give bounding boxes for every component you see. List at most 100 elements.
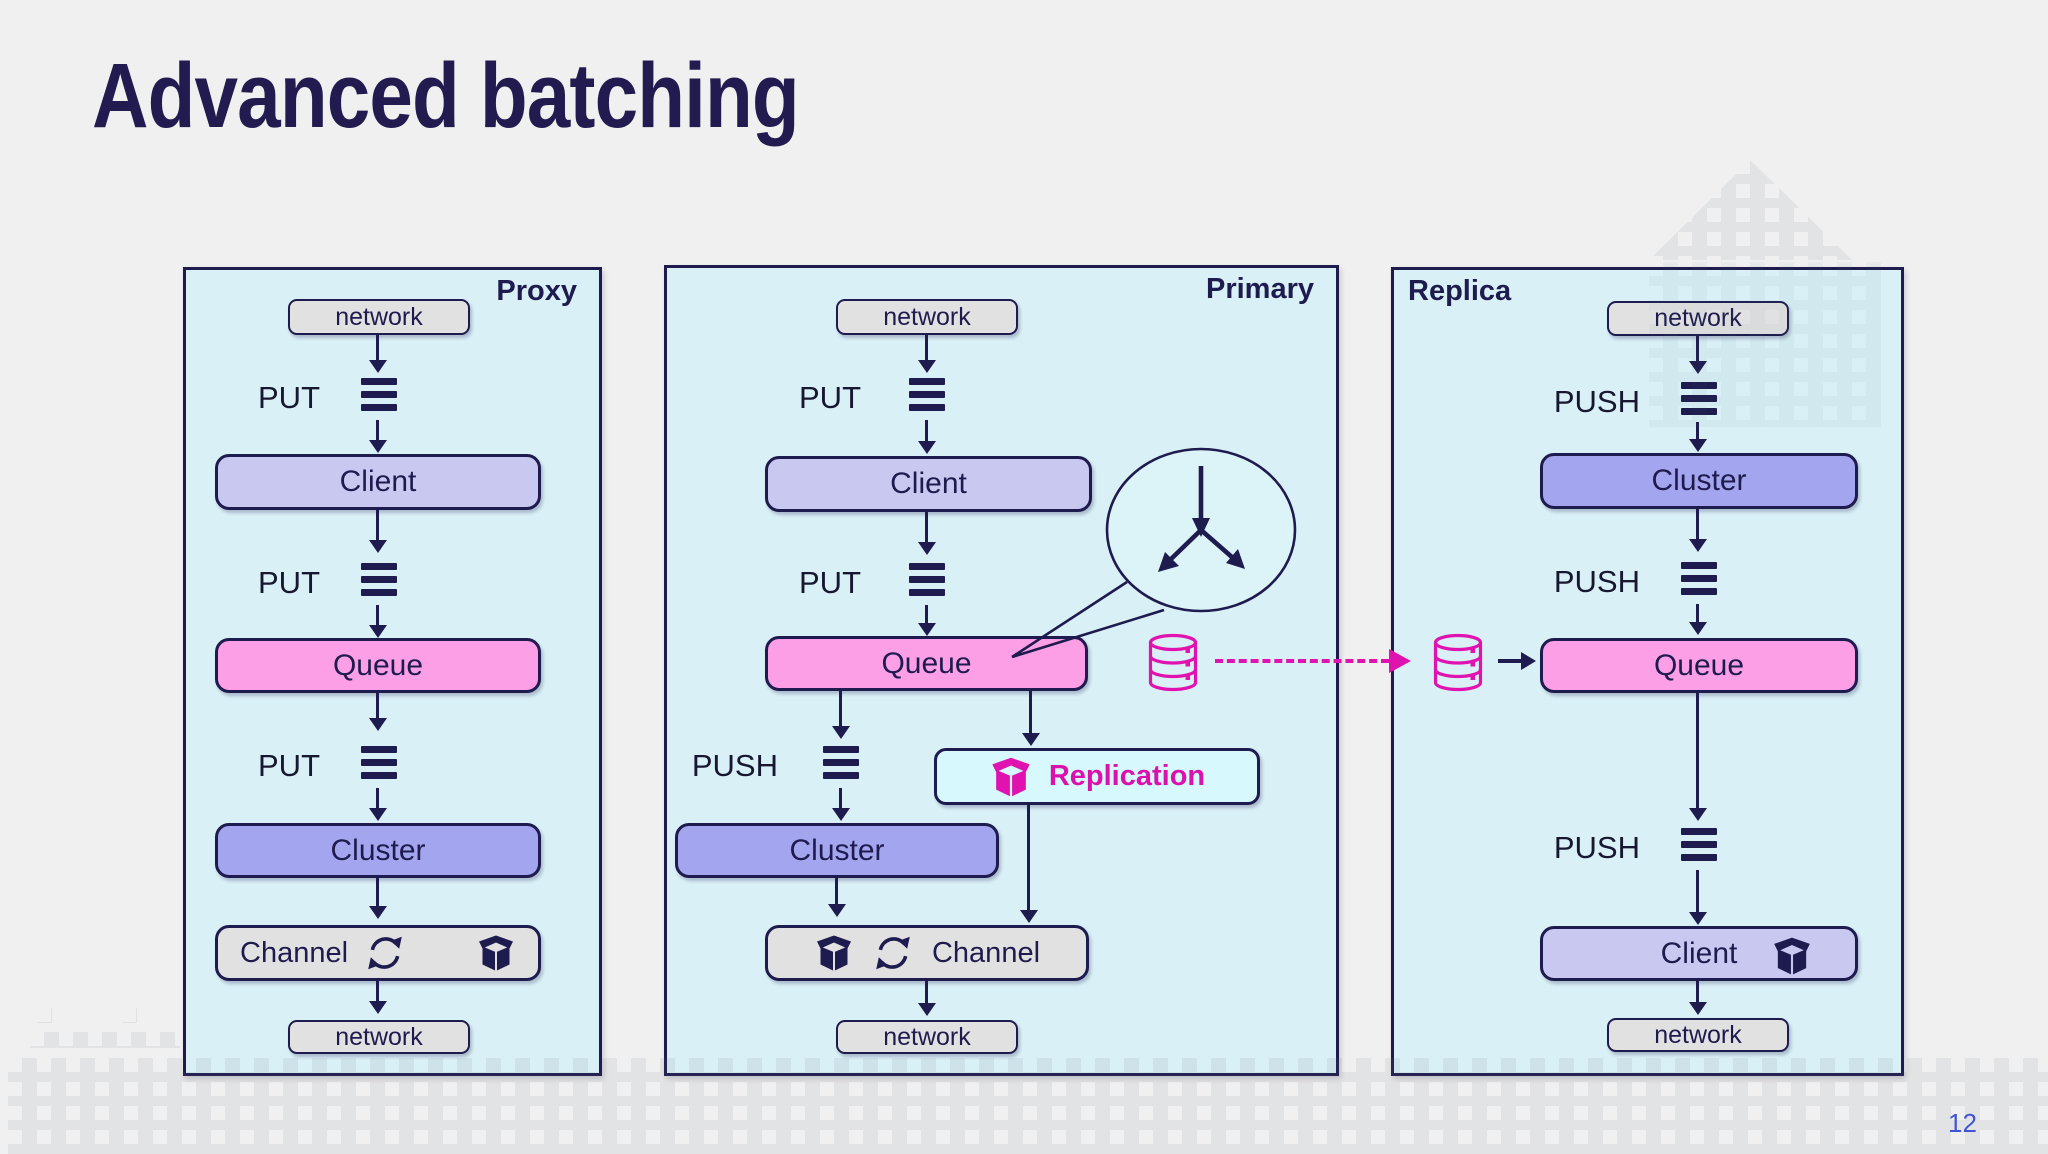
replica-op-push-1: PUSH	[1553, 384, 1640, 419]
flow-arrow	[925, 420, 928, 442]
primary-client-label: Client	[890, 467, 967, 500]
proxy-queue-node: Queue	[215, 638, 541, 693]
batch-bars-icon	[361, 378, 397, 411]
proxy-client-label: Client	[339, 465, 417, 498]
proxy-cluster-label: Cluster	[330, 833, 426, 867]
batch-bars-icon	[909, 378, 945, 411]
flow-arrow	[376, 510, 379, 541]
sync-icon	[364, 932, 406, 974]
primary-cluster-node: Cluster	[675, 823, 999, 878]
primary-cluster-label: Cluster	[789, 833, 885, 867]
proxy-network-top-label: network	[335, 302, 423, 331]
package-icon	[814, 933, 854, 973]
database-icon	[1141, 632, 1205, 694]
flow-arrow	[839, 788, 842, 809]
proxy-network-top-node: network	[288, 299, 470, 335]
proxy-channel-node: Channel	[215, 925, 541, 981]
proxy-cluster-node: Cluster	[215, 823, 541, 878]
batch-bars-icon	[361, 746, 397, 779]
replica-op-push-2: PUSH	[1553, 564, 1640, 599]
primary-network-bottom-label: network	[883, 1022, 971, 1051]
flow-arrow	[925, 605, 928, 624]
proxy-client-node: Client	[215, 454, 541, 510]
proxy-op-put-1: PUT	[258, 380, 320, 415]
replica-queue-node: Queue	[1540, 638, 1858, 693]
primary-op-put-1: PUT	[799, 380, 861, 415]
sync-icon	[872, 932, 914, 974]
flow-arrow	[1029, 691, 1032, 734]
flow-arrow	[376, 693, 379, 719]
proxy-queue-label: Queue	[332, 648, 424, 682]
replica-queue-label: Queue	[1653, 648, 1745, 682]
proxy-network-bottom-label: network	[335, 1022, 423, 1051]
flow-arrow	[925, 335, 928, 361]
replica-client-node: Client	[1540, 926, 1858, 981]
flow-arrow	[1696, 870, 1699, 913]
replica-client-label: Client	[1660, 936, 1738, 970]
replica-network-top-label: network	[1654, 304, 1742, 332]
flow-arrow	[1027, 805, 1030, 911]
flow-arrow	[376, 335, 379, 361]
primary-replication-node: Replication	[934, 748, 1260, 805]
flow-arrow	[1696, 981, 1699, 1003]
panel-proxy: Proxy network PUT Client PUT Queue PUT C…	[183, 267, 602, 1076]
primary-op-put-2: PUT	[799, 565, 861, 600]
deco-squares-topright-pyramid	[1649, 160, 1852, 260]
page-number: 12	[1948, 1108, 1977, 1138]
primary-network-top-label: network	[883, 302, 971, 331]
flow-arrow	[1696, 509, 1699, 540]
batch-bars-icon	[1681, 562, 1717, 595]
flow-arrow	[1696, 604, 1699, 623]
flow-arrow	[925, 512, 928, 543]
panel-replica-label: Replica	[1408, 275, 1512, 307]
flow-arrow	[376, 788, 379, 809]
flow-arrow	[1696, 336, 1699, 362]
batch-bars-icon	[823, 746, 859, 779]
flow-arrow	[376, 878, 379, 907]
flow-arrow	[835, 878, 838, 905]
replication-dashed-arrow-head	[1389, 649, 1411, 673]
batch-bars-icon	[1681, 828, 1717, 861]
proxy-network-bottom-node: network	[288, 1020, 470, 1054]
primary-network-bottom-node: network	[836, 1020, 1018, 1054]
replica-cluster-label: Cluster	[1651, 464, 1747, 497]
flow-arrow	[839, 691, 842, 727]
db-to-queue-arrow-line	[1498, 659, 1522, 663]
flow-arrow	[1696, 422, 1699, 440]
primary-op-push: PUSH	[691, 748, 778, 783]
batch-bars-icon	[361, 563, 397, 596]
flow-arrow	[376, 981, 379, 1002]
panel-proxy-label: Proxy	[496, 275, 577, 307]
deco-square-stray-2	[122, 1008, 137, 1023]
flow-arrow	[376, 420, 379, 441]
flow-arrow	[1696, 693, 1699, 809]
batch-bars-icon	[909, 563, 945, 596]
primary-replication-label: Replication	[1048, 760, 1206, 792]
panel-replica: Replica network PUSH Cluster PUSH Queue …	[1391, 267, 1904, 1076]
db-to-queue-arrow-head	[1521, 652, 1536, 670]
proxy-op-put-2: PUT	[258, 565, 320, 600]
package-icon	[476, 933, 516, 973]
primary-queue-label: Queue	[881, 646, 972, 680]
replication-dashed-arrow-line	[1215, 659, 1389, 663]
primary-client-node: Client	[765, 456, 1092, 512]
deco-square-stray-1	[37, 1008, 52, 1023]
proxy-op-put-3: PUT	[258, 748, 320, 783]
replica-network-bottom-node: network	[1607, 1018, 1789, 1052]
replica-network-top-node: network	[1607, 301, 1789, 336]
package-icon	[989, 755, 1033, 799]
flow-arrow	[925, 981, 928, 1004]
primary-network-top-node: network	[836, 299, 1018, 335]
replica-cluster-node: Cluster	[1540, 453, 1858, 509]
primary-channel-label: Channel	[931, 936, 1041, 969]
replica-op-push-3: PUSH	[1553, 830, 1640, 865]
fanout-arrows-icon	[1158, 466, 1245, 572]
callout-bubble	[1011, 447, 1297, 659]
primary-channel-node: Channel	[765, 925, 1089, 981]
database-icon	[1426, 632, 1490, 694]
deco-squares-bottom-left-steps	[30, 1032, 180, 1048]
batch-bars-icon	[1681, 382, 1717, 415]
panel-primary: Primary network PUT Client PUT Queue PUS…	[664, 265, 1339, 1076]
primary-queue-node: Queue	[765, 636, 1088, 691]
